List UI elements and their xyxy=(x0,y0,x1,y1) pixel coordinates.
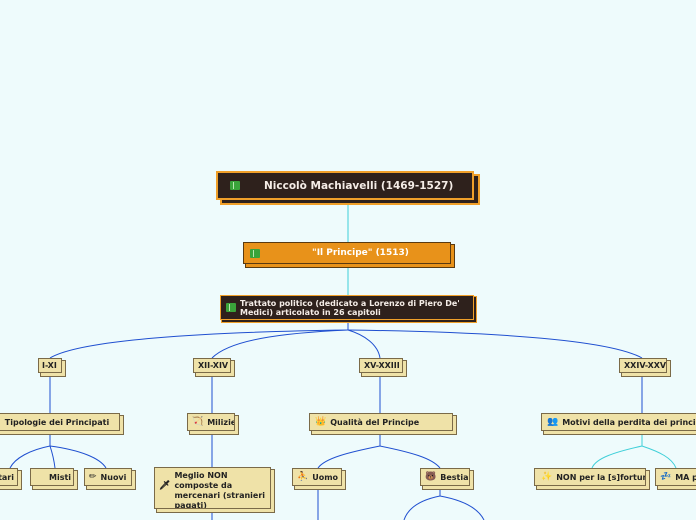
link-trattato-c3 xyxy=(347,329,381,359)
node-motivi-perdita[interactable]: 👥 Motivi della perdita dei principati xyxy=(541,413,696,431)
chapter-label: XXIV-XXVI xyxy=(624,361,667,370)
node-chapters-xxiv-xxvi[interactable]: XXIV-XXVI xyxy=(619,358,667,373)
node-chapters-xii-xiv[interactable]: XII-XIV xyxy=(193,358,231,373)
leaf-label: Ereditari xyxy=(0,472,14,482)
book-icon xyxy=(226,303,236,312)
leaf-label: NON per la [s]fortuna xyxy=(556,472,646,482)
crown-icon: 👑 xyxy=(315,417,327,427)
link-tipologie-misti xyxy=(49,445,56,469)
link-motivi-ma xyxy=(641,445,677,469)
node-qualita-principe[interactable]: 👑 Qualità del Principe xyxy=(309,413,453,431)
topic-label: Qualità del Principe xyxy=(330,417,420,427)
bow-icon: 🏹 xyxy=(192,417,204,427)
leaf-label: Uomo xyxy=(312,472,339,482)
link-motivi-fortuna xyxy=(591,432,643,469)
node-chapters-xv-xxiii[interactable]: XV-XXIII xyxy=(359,358,403,373)
node-ereditari[interactable]: Ereditari xyxy=(0,468,18,486)
link-tipologie-nuovi xyxy=(49,445,107,469)
leaf-label: Bestia xyxy=(440,472,469,482)
topic-label: Tipologie dei Principati xyxy=(4,417,110,427)
node-ma-per[interactable]: 💤 MA per xyxy=(655,468,696,486)
man-icon: ⛹ xyxy=(297,472,309,482)
topic-label: Milizie xyxy=(207,417,235,427)
link-qualita-uomo xyxy=(317,432,381,469)
link-qualita-bestia xyxy=(379,445,441,469)
pencil-icon: ✏ xyxy=(89,472,97,482)
link-trattato-c4 xyxy=(347,329,643,359)
node-milizie[interactable]: 🏹 Milizie xyxy=(187,413,235,431)
root-label: Niccolò Machiavelli (1469-1527) xyxy=(264,179,454,192)
leaf-label: Nuovi xyxy=(100,472,127,482)
link-trattato-c1 xyxy=(49,322,349,359)
link-bestia-down-right xyxy=(439,495,485,520)
node-chapters-i-xi[interactable]: I-XI xyxy=(38,358,62,373)
node-non-per-sfortuna[interactable]: ✨ NON per la [s]fortuna xyxy=(534,468,646,486)
link-tipologie-ereditari xyxy=(9,432,51,469)
node-bestia[interactable]: 🐻 Bestia xyxy=(420,468,470,486)
star-icon: ✨ xyxy=(541,472,553,482)
node-misti[interactable]: Misti xyxy=(30,468,74,486)
leaf-label: MA per xyxy=(675,472,696,482)
chapter-label: I-XI xyxy=(42,361,57,370)
leaf-label: Misti xyxy=(49,472,72,482)
node-il-principe[interactable]: "Il Principe" (1513) xyxy=(243,242,451,264)
topic-label: Motivi della perdita dei principati xyxy=(562,417,696,427)
sleep-icon: 💤 xyxy=(660,472,672,482)
link-trattato-c2 xyxy=(211,329,349,359)
node-tipologie-principati[interactable]: Tipologie dei Principati xyxy=(0,413,120,431)
node-nuovi[interactable]: ✏ Nuovi xyxy=(84,468,132,486)
node-mercenari[interactable]: 🗡 Meglio NON composte da mercenari (stra… xyxy=(154,467,271,509)
bear-icon: 🐻 xyxy=(425,472,437,482)
leaf-label: Meglio NON composte da mercenari (strani… xyxy=(174,471,266,509)
node-uomo[interactable]: ⛹ Uomo xyxy=(292,468,342,486)
link-bestia-down-left xyxy=(403,487,441,520)
sword-icon: 🗡 xyxy=(159,481,171,491)
chapter-label: XII-XIV xyxy=(198,361,229,370)
node-trattato-politico[interactable]: Trattato politico (dedicato a Lorenzo di… xyxy=(220,295,474,320)
root-node-machiavelli[interactable]: Niccolò Machiavelli (1469-1527) xyxy=(216,171,474,200)
chapter-label: XV-XXIII xyxy=(364,361,400,370)
crowd-icon: 👥 xyxy=(547,417,559,427)
book-icon xyxy=(230,181,240,190)
trattato-label: Trattato politico (dedicato a Lorenzo di… xyxy=(240,298,460,317)
principe-label: "Il Principe" (1513) xyxy=(312,248,409,258)
book-icon xyxy=(250,248,260,258)
